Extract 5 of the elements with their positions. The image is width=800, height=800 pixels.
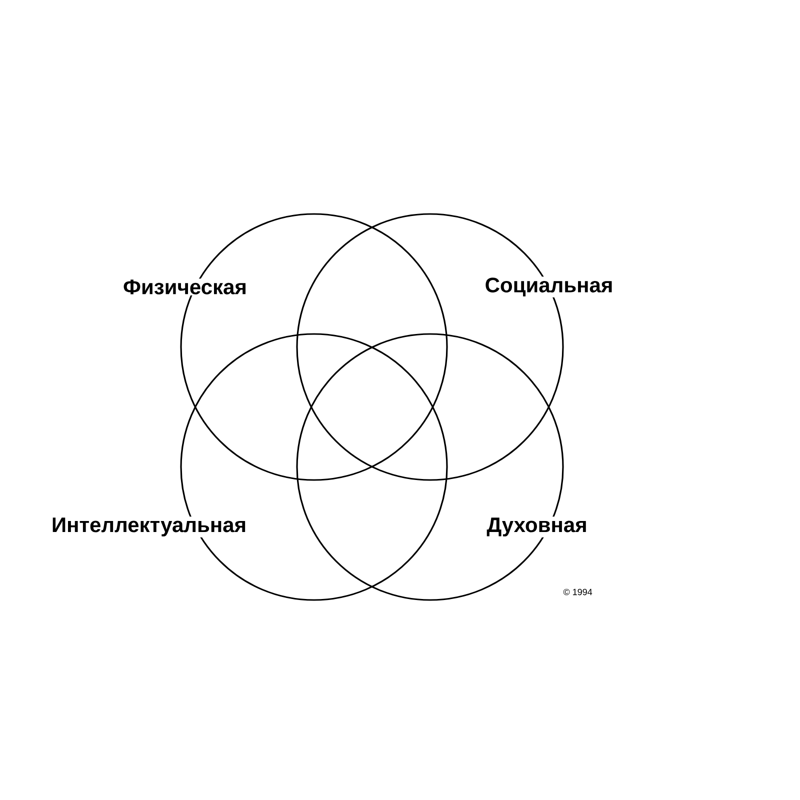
copyright-note: © 1994 xyxy=(563,588,592,596)
circle-label: Физическая xyxy=(122,278,248,296)
circle-label: Духовная xyxy=(486,516,588,538)
circle-label: Интеллектуальная xyxy=(50,516,248,538)
circle-label: Социальная xyxy=(484,276,614,298)
